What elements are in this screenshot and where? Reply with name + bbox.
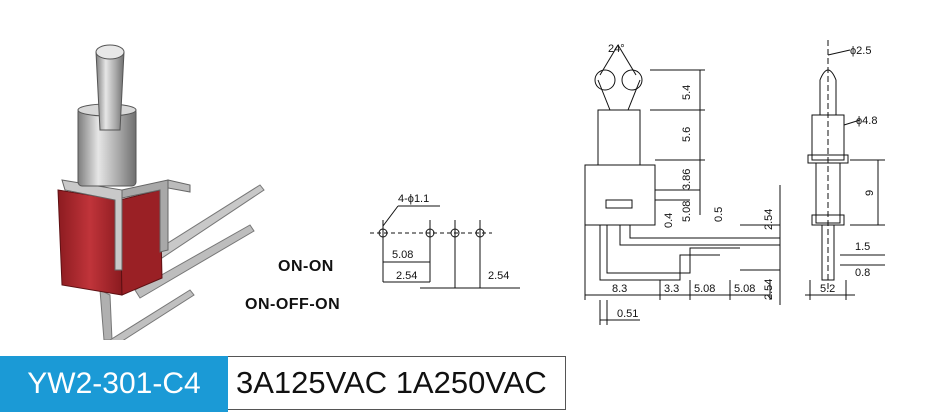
lever-angle-label: 24° xyxy=(608,43,625,55)
front-dim-v2: 0.8 xyxy=(855,267,870,279)
side-dim-v0: 5.4 xyxy=(681,85,693,100)
hole-diameter-label: 4-ϕ1.1 xyxy=(398,193,429,205)
pitch-top-label: 5.08 xyxy=(392,249,413,261)
mode-on-on: ON-ON xyxy=(278,258,334,275)
side-dim-h0: 8.3 xyxy=(612,283,627,295)
side-dim-h2: 5.08 xyxy=(694,283,715,295)
side-dim-h4: 0.51 xyxy=(617,308,638,320)
front-dim-h0: 5.2 xyxy=(820,283,835,295)
side-dim-v5: 0.5 xyxy=(713,207,725,222)
front-diam-mid: ϕ4.8 xyxy=(856,115,877,127)
side-dim-v7: 2.54 xyxy=(763,279,775,300)
side-dim-v1: 5.6 xyxy=(681,127,693,142)
side-dim-v2: 3.86 xyxy=(681,169,693,190)
pitch-right-label: 2.54 xyxy=(488,270,509,282)
product-photo xyxy=(57,44,265,340)
side-dim-h3: 5.08 xyxy=(734,283,755,295)
front-dim-v0: 9 xyxy=(864,190,876,196)
model-number: YW2-301-C4 xyxy=(0,356,228,412)
front-dim-v1: 1.5 xyxy=(855,241,870,253)
mode-on-off-on: ON-OFF-ON xyxy=(245,296,341,313)
electrical-rating: 3A125VAC 1A250VAC xyxy=(228,356,566,410)
side-dim-h1: 3.3 xyxy=(664,283,679,295)
front-diam-top: ϕ2.5 xyxy=(850,45,871,57)
side-dim-v6: 2.54 xyxy=(763,209,775,230)
side-dim-v3: 5.08 xyxy=(681,201,693,222)
pitch-bottom-label: 2.54 xyxy=(396,270,417,282)
side-dim-v4: 0.4 xyxy=(663,213,675,228)
